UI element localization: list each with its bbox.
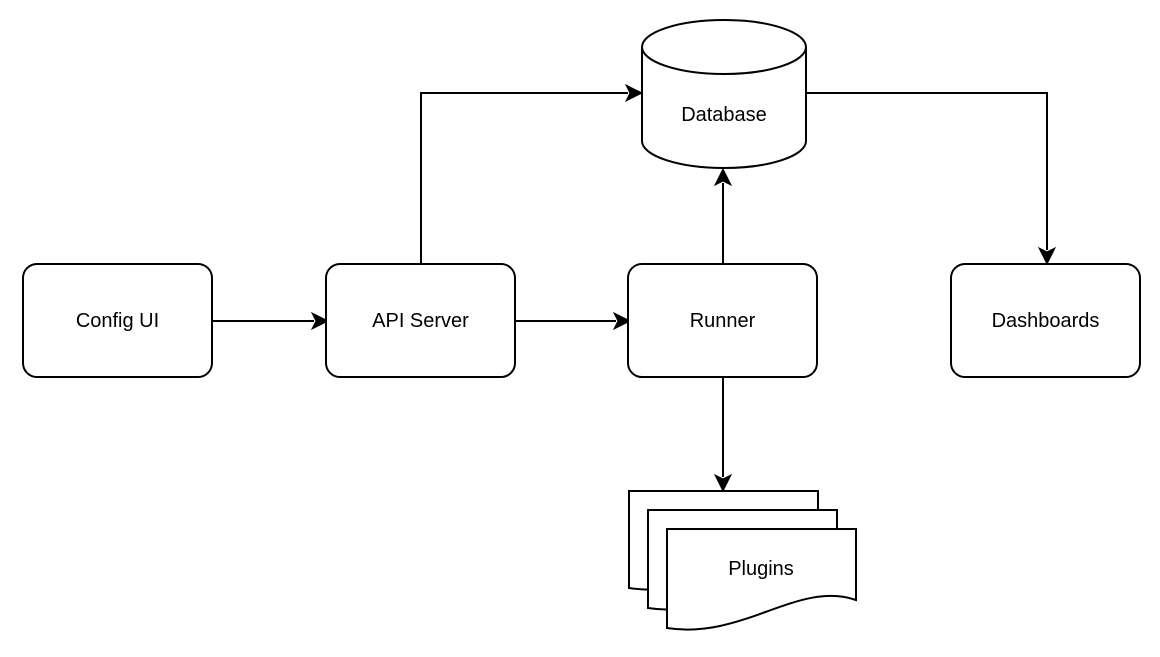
document-sheet-front: [666, 528, 857, 631]
arrow-head: [713, 167, 733, 187]
edge-runner-to-database: [713, 167, 733, 264]
node-label: API Server: [372, 310, 469, 332]
node-label: Config UI: [76, 310, 159, 332]
node-dashboards[interactable]: Dashboards: [950, 263, 1141, 378]
edge-api-server-to-database: [420, 83, 644, 264]
node-plugins[interactable]: Plugins: [628, 490, 857, 631]
edge-api-server-to-runner: [515, 311, 632, 331]
node-label: Plugins: [728, 558, 794, 580]
edge-database-to-dashboards: [806, 92, 1057, 266]
database-cylinder-icon: [641, 19, 807, 169]
arrow-head: [310, 311, 330, 331]
node-api-server[interactable]: API Server: [325, 263, 516, 378]
node-config-ui[interactable]: Config UI: [22, 263, 213, 378]
edge-runner-to-plugins: [713, 378, 733, 493]
node-label: Runner: [690, 310, 756, 332]
arrow-head: [1037, 246, 1057, 266]
node-label: Database: [681, 104, 767, 126]
node-runner[interactable]: Runner: [627, 263, 818, 378]
arrow-head: [624, 83, 644, 103]
node-database[interactable]: Database: [641, 19, 807, 169]
database-cylinder-rim: [641, 46, 807, 75]
edge-config-ui-to-api-server: [212, 311, 330, 331]
arrow-head: [612, 311, 632, 331]
node-label: Dashboards: [992, 310, 1100, 332]
arrow-head: [713, 473, 733, 493]
